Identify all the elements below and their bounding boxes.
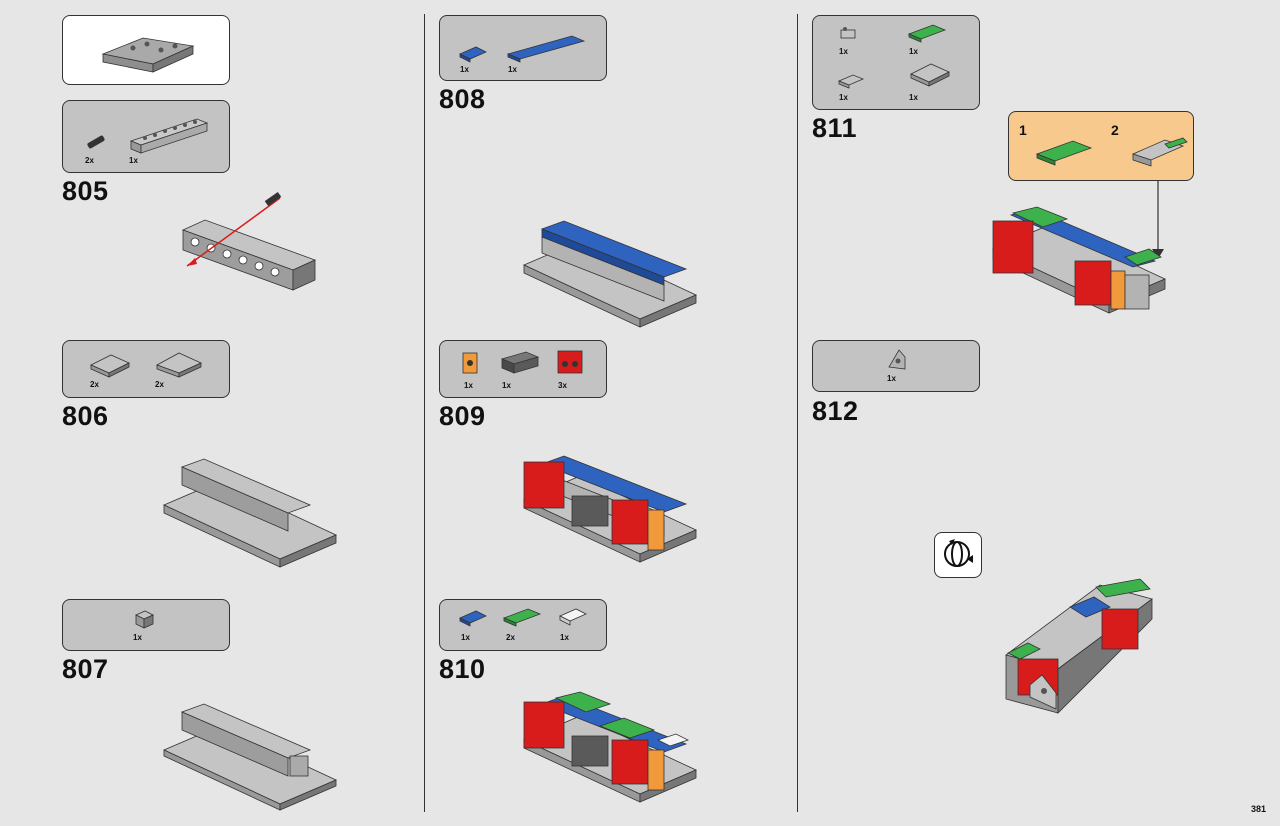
step-number-809: 809 [439, 401, 486, 431]
part-qty: 2x [90, 380, 99, 389]
part-qty: 1x [461, 633, 470, 642]
part-qty: 3x [558, 381, 567, 390]
red-brick-1x2-icon [557, 350, 583, 374]
green-plate-1x3-icon [1035, 140, 1093, 166]
dark-gray-brick-1x2-icon [500, 351, 540, 374]
parts-box-807: 1x [62, 599, 230, 651]
build-illustration-812 [1005, 578, 1153, 714]
black-pin-icon [87, 135, 105, 149]
model-reference-icon [101, 37, 195, 73]
column-divider-left [424, 14, 425, 812]
green-plate-1x3-icon [502, 608, 542, 627]
part-qty: 1x [887, 374, 896, 383]
build-illustration-811 [992, 206, 1166, 314]
part-qty: 2x [155, 380, 164, 389]
part-qty: 1x [129, 156, 138, 165]
parts-box-811: 1x 1x 1x 1x [812, 15, 980, 110]
step-number-811: 811 [812, 113, 858, 143]
part-qty: 1x [839, 93, 848, 102]
part-qty: 2x [506, 633, 515, 642]
part-qty: 1x [508, 65, 517, 74]
part-qty: 1x [133, 633, 142, 642]
page-number: 381 [1250, 804, 1266, 814]
step-number-812: 812 [812, 396, 859, 426]
build-illustration-809 [523, 455, 697, 563]
part-qty: 1x [560, 633, 569, 642]
subassembly-step-1: 1 [1019, 122, 1027, 138]
blue-plate-1x2-icon [459, 46, 487, 63]
gray-plate-2x3-icon [90, 354, 130, 378]
step-number-805: 805 [62, 176, 109, 206]
rotate-model-icon [934, 532, 982, 578]
build-illustration-808 [523, 220, 697, 328]
build-illustration-805 [181, 191, 317, 291]
green-plate-1x3-icon [907, 24, 947, 43]
gray-brick-1x1-icon [135, 610, 154, 629]
part-qty: 1x [909, 93, 918, 102]
step-number-808: 808 [439, 84, 486, 114]
model-reference-box [62, 15, 230, 85]
parts-box-808: 1x 1x [439, 15, 607, 81]
part-qty: 2x [85, 156, 94, 165]
parts-box-805: 2x 1x [62, 100, 230, 173]
part-qty: 1x [909, 47, 918, 56]
step-number-810: 810 [439, 654, 486, 684]
parts-box-806: 2x 2x [62, 340, 230, 398]
build-illustration-807 [163, 703, 337, 811]
gray-plate-2x3-icon [910, 63, 950, 87]
blue-plate-1x8-icon [506, 35, 586, 63]
parts-box-810: 1x 2x 1x [439, 599, 607, 651]
step-number-806: 806 [62, 401, 109, 431]
parts-box-809: 1x 1x 3x [439, 340, 607, 398]
blue-plate-1x2-icon [459, 610, 487, 627]
parts-box-812: 1x [812, 340, 980, 392]
gray-plate-2x4-icon [156, 352, 202, 378]
callout-arrow [1152, 181, 1164, 259]
build-illustration-806 [163, 458, 337, 568]
orange-brick-1x1-icon [462, 352, 478, 374]
white-plate-1x2-icon [559, 608, 587, 626]
part-qty: 1x [460, 65, 469, 74]
gray-wedge-icon [888, 349, 906, 370]
part-qty: 1x [502, 381, 511, 390]
gray-clip-icon [840, 27, 856, 39]
part-qty: 1x [839, 47, 848, 56]
gray-clip-assembly-icon [1131, 137, 1188, 167]
subassembly-callout: 1 2 [1008, 111, 1194, 181]
part-qty: 1x [464, 381, 473, 390]
subassembly-step-2: 2 [1111, 122, 1119, 138]
gray-tile-1x2-icon [837, 74, 865, 89]
step-number-807: 807 [62, 654, 109, 684]
column-divider-right [797, 14, 798, 812]
gray-technic-beam-icon [129, 118, 209, 154]
build-illustration-810 [523, 691, 697, 803]
